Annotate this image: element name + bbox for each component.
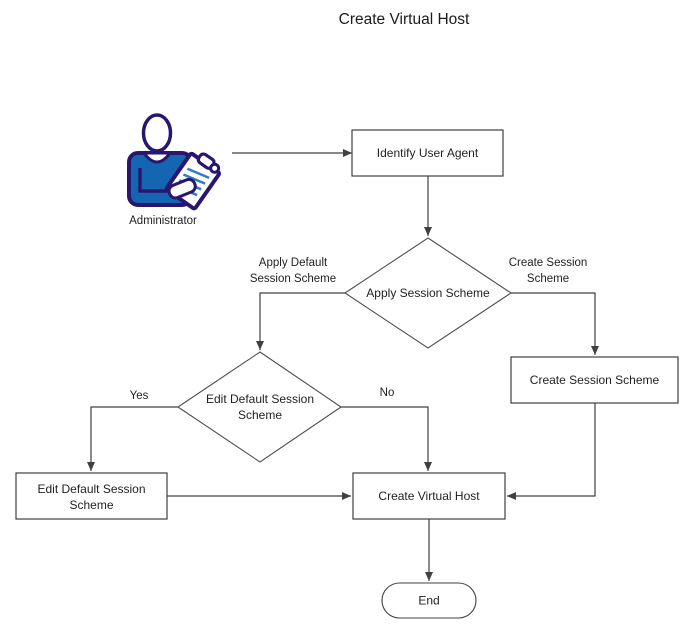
node-edit-default-session-scheme-decision: Edit Default Session Scheme [177, 351, 342, 463]
edge-no-to-createvh [341, 406, 432, 471]
node-create-virtual-host: Create Virtual Host [352, 472, 506, 520]
node-edit-default-decision-line1: Edit Default Session [206, 392, 314, 406]
edge-label-apply-default-line1: Apply Default [259, 257, 328, 269]
node-apply-session-scheme: Apply Session Scheme [344, 237, 512, 349]
edges [87, 149, 599, 581]
node-edit-default-process-line2: Scheme [69, 498, 113, 512]
edge-label-create-session-line2: Scheme [527, 273, 569, 285]
edge-labels: Apply Default Session Scheme Create Sess… [130, 257, 588, 402]
edge-apply-to-createsession [511, 292, 599, 355]
edge-apply-to-editdecision [256, 292, 345, 350]
actor-head [141, 113, 173, 153]
edge-label-apply-default-line2: Session Scheme [250, 273, 336, 285]
edge-yes-to-editprocess [87, 406, 178, 471]
actor-arm [138, 168, 171, 193]
node-edit-default-process-line1: Edit Default Session [37, 482, 145, 496]
node-edit-default-decision-line2: Scheme [238, 408, 282, 422]
node-create-session-scheme-label: Create Session Scheme [530, 373, 660, 387]
node-identify-user-agent: Identify User Agent [351, 129, 504, 177]
diagram-title: Create Virtual Host [339, 11, 470, 28]
node-create-session-scheme: Create Session Scheme [510, 356, 679, 404]
node-apply-session-scheme-label: Apply Session Scheme [366, 286, 490, 300]
edge-createsession-to-createvh [507, 403, 596, 500]
edge-label-no: No [380, 387, 395, 399]
edge-label-yes: Yes [130, 390, 149, 402]
node-identify-user-agent-label: Identify User Agent [377, 146, 479, 160]
edge-label-create-session-line1: Create Session [509, 257, 588, 269]
actor-collar [141, 151, 173, 164]
node-edit-default-session-scheme-process: Edit Default Session Scheme [15, 472, 168, 520]
administrator-icon [127, 113, 222, 211]
node-end: End [381, 582, 477, 619]
actor-hand [167, 177, 197, 200]
actor-label: Administrator [129, 215, 197, 227]
node-end-label: End [418, 594, 439, 608]
node-create-virtual-host-label: Create Virtual Host [378, 489, 480, 503]
